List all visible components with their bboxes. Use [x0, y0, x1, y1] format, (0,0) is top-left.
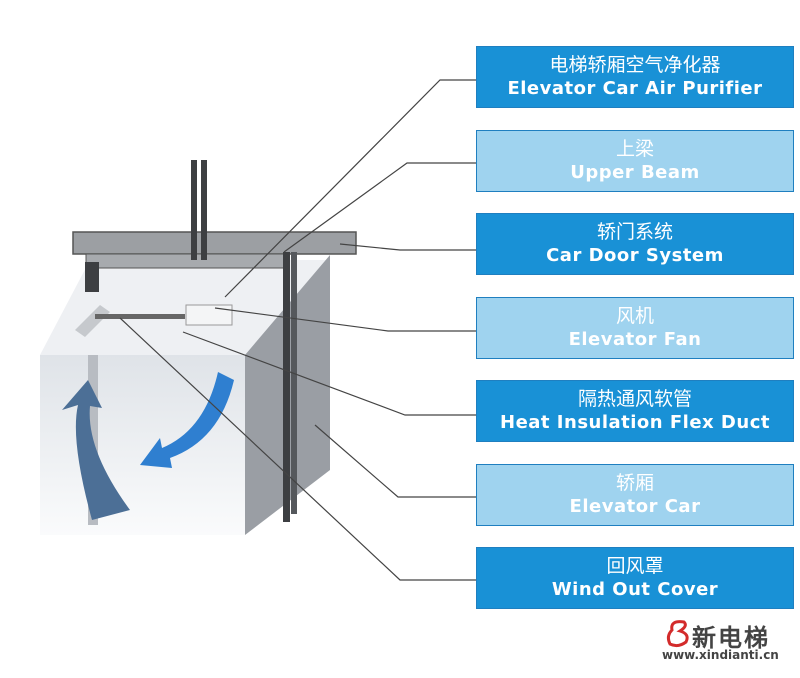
leader-line-car: [314, 424, 476, 498]
label-en: Elevator Car: [569, 496, 701, 517]
flex-duct: [95, 314, 185, 319]
rail-top: [191, 160, 197, 260]
leader-line-purifier: [224, 79, 476, 298]
elevator-fan: [185, 304, 233, 326]
label-air-purifier: 电梯轿厢空气净化器 Elevator Car Air Purifier: [476, 46, 794, 108]
label-zh: 电梯轿厢空气净化器: [549, 54, 721, 76]
label-car-door-system: 轿门系统 Car Door System: [476, 213, 794, 275]
label-en: Elevator Car Air Purifier: [507, 78, 763, 99]
watermark-logo: 新电梯 www.xindianti.cn: [662, 618, 792, 670]
label-zh: 轿门系统: [596, 221, 673, 243]
label-en: Wind Out Cover: [551, 579, 719, 600]
leader-line-door: [339, 243, 476, 251]
label-en: Elevator Fan: [568, 329, 702, 350]
upper-beam: [72, 231, 357, 255]
label-zh: 风机: [615, 305, 654, 327]
car-front-wall: [40, 355, 245, 535]
leader-line-duct: [182, 331, 476, 416]
wind-out-cover: [75, 305, 110, 337]
label-upper-beam: 上梁 Upper Beam: [476, 130, 794, 192]
label-elevator-car: 轿厢 Elevator Car: [476, 464, 794, 526]
label-wind-out-cover: 回风罩 Wind Out Cover: [476, 547, 794, 609]
rail-top: [201, 160, 207, 260]
door-rail: [283, 252, 290, 522]
label-zh: 轿厢: [615, 472, 654, 494]
door-rail: [291, 252, 297, 514]
airflow-arrow-down: [140, 372, 234, 468]
logo-icon: [666, 620, 689, 648]
label-flex-duct: 隔热通风软管 Heat Insulation Flex Duct: [476, 380, 794, 442]
label-zh: 回风罩: [606, 555, 664, 577]
leader-line-upper-beam: [283, 162, 476, 253]
leader-lines: [119, 79, 476, 581]
label-elevator-fan: 风机 Elevator Fan: [476, 297, 794, 359]
leader-line-fan: [214, 307, 476, 332]
car-ceiling: [40, 260, 330, 355]
watermark-name: 新电梯: [692, 624, 770, 652]
leader-line-cover: [119, 317, 476, 581]
label-en: Upper Beam: [570, 162, 700, 183]
label-en: Heat Insulation Flex Duct: [500, 412, 770, 433]
label-en: Car Door System: [546, 245, 724, 266]
label-zh: 隔热通风软管: [577, 388, 692, 410]
airflow-arrow-up: [62, 380, 130, 520]
frame-leg: [85, 262, 99, 292]
watermark-url: www.xindianti.cn: [662, 648, 779, 662]
label-zh: 上梁: [615, 138, 654, 160]
